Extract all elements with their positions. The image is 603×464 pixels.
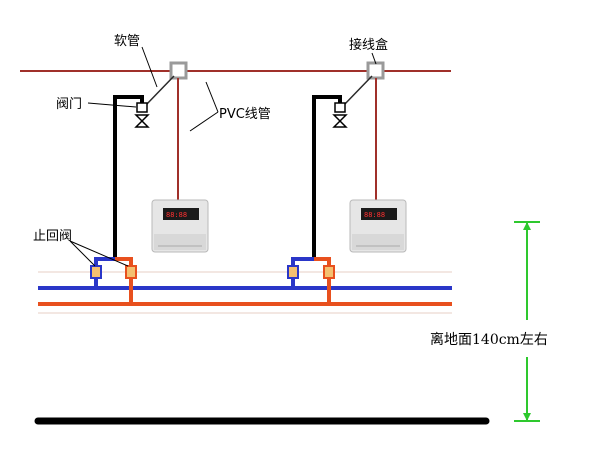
check-valve-right-orange	[323, 265, 335, 279]
meter-right-display: 88:88	[364, 211, 385, 219]
black-pipe-right	[312, 95, 342, 258]
junction-box-right	[366, 61, 385, 80]
orange-riser-right	[314, 257, 331, 304]
leader-check-1	[69, 240, 96, 267]
leader-pvc-2	[189, 111, 219, 132]
label-junction-box: 接线盒	[349, 37, 388, 53]
meter-left-display: 88:88	[166, 211, 187, 219]
hose-right	[342, 75, 373, 107]
hose-left	[144, 75, 175, 107]
height-dimension	[514, 221, 540, 422]
label-pvc-conduit: PVC线管	[219, 107, 271, 122]
meter-left: 88:88	[151, 199, 209, 253]
label-height-note: 离地面140cm左右	[430, 331, 548, 348]
orange-riser-left	[115, 257, 133, 304]
leader-valve	[87, 102, 137, 108]
check-valve-left-blue	[90, 265, 102, 279]
meter-right: 88:88	[349, 199, 407, 253]
check-valve-left-orange	[125, 265, 137, 279]
check-valve-right-blue	[287, 265, 299, 279]
black-pipe-left	[113, 95, 144, 258]
valve-right	[332, 102, 348, 128]
valve-left	[134, 102, 150, 128]
leader-junction	[371, 52, 377, 65]
leader-check-2	[69, 240, 129, 267]
leader-hose	[141, 46, 158, 88]
label-hose: 软管	[114, 34, 140, 49]
leader-pvc-1	[205, 81, 219, 113]
label-check-valve: 止回阀	[33, 229, 72, 244]
label-valve: 阀门	[56, 97, 82, 112]
